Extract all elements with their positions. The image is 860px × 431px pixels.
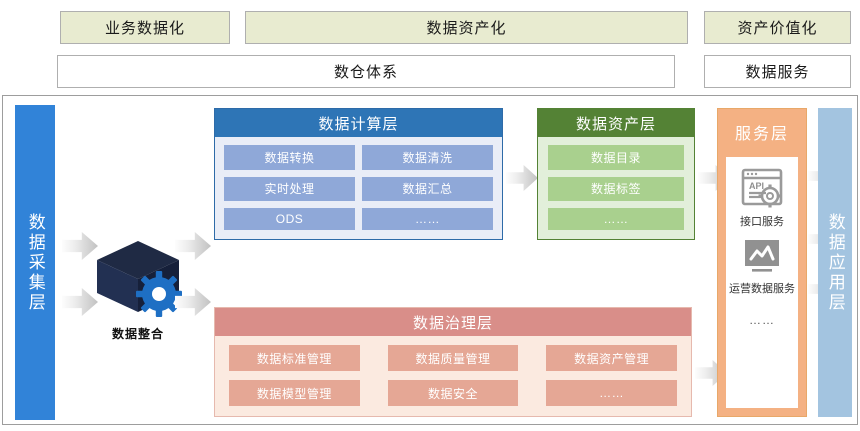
asset-cell[interactable]: ……	[548, 208, 684, 230]
panel-data-asset-layer-header: 数据资产层	[538, 109, 694, 137]
subheader-data-service: 数据服务	[704, 55, 851, 88]
service-item-label: 接口服务	[740, 216, 784, 228]
governance-cell[interactable]: ……	[546, 380, 677, 406]
phase-banner-asset-label: 数据资产化	[426, 20, 507, 37]
panel-data-compute-layer: 数据计算层 数据转换 数据清洗 实时处理 数据汇总 ODS ……	[214, 108, 503, 240]
api-window-icon: API	[741, 168, 783, 208]
panel-data-compute-layer-body: 数据转换 数据清洗 实时处理 数据汇总 ODS ……	[215, 137, 502, 239]
panel-data-asset-layer: 数据资产层 数据目录 数据标签 ……	[537, 108, 695, 240]
monitor-chart-icon	[745, 239, 779, 272]
layer-bar-data-collection: 数据采集层	[15, 105, 55, 420]
layer-bar-data-application-label: 数据应用层	[825, 212, 845, 313]
subheader-warehouse-system: 数仓体系	[57, 55, 675, 88]
service-item-label: 运营数据服务	[729, 282, 795, 295]
panel-data-compute-layer-title: 数据计算层	[318, 115, 399, 133]
panel-data-asset-layer-body: 数据目录 数据标签 ……	[538, 137, 694, 239]
compute-cell[interactable]: 数据汇总	[362, 176, 493, 202]
governance-cell[interactable]: 数据模型管理	[229, 380, 360, 406]
subheader-data-service-label: 数据服务	[745, 64, 810, 81]
compute-cell[interactable]: 数据清洗	[362, 145, 493, 170]
svg-text:API: API	[749, 181, 764, 191]
panel-service-layer-body: API 接口服务 运营数据服务 ……	[726, 157, 798, 408]
layer-bar-data-application: 数据应用层	[818, 108, 852, 417]
cube-gear-icon	[97, 241, 182, 317]
panel-data-governance-layer: 数据治理层 数据标准管理 数据质量管理 数据资产管理 数据模型管理 数据安全 ……	[214, 307, 692, 417]
asset-cell[interactable]: 数据目录	[548, 145, 684, 170]
compute-cell[interactable]: ……	[362, 208, 493, 230]
panel-data-governance-layer-header: 数据治理层	[215, 308, 691, 336]
phase-banner-value: 资产价值化	[704, 11, 851, 44]
panel-service-layer-title: 服务层	[734, 126, 789, 143]
service-more-label: ……	[749, 312, 775, 327]
data-integration-graphic: 数据整合	[88, 238, 188, 343]
compute-cell[interactable]: 数据转换	[224, 145, 355, 170]
compute-cell[interactable]: 实时处理	[224, 176, 355, 202]
panel-data-governance-layer-body: 数据标准管理 数据质量管理 数据资产管理 数据模型管理 数据安全 ……	[215, 336, 691, 416]
governance-cell[interactable]: 数据安全	[387, 380, 519, 406]
panel-service-layer-header: 服务层	[718, 109, 806, 155]
governance-cell[interactable]: 数据质量管理	[387, 345, 519, 371]
phase-banner-business-label: 业务数据化	[104, 20, 185, 37]
phase-banner-value-label: 资产价值化	[737, 20, 818, 37]
compute-cell[interactable]: ODS	[224, 208, 355, 230]
governance-cell[interactable]: 数据资产管理	[546, 345, 677, 371]
panel-data-governance-layer-title: 数据治理层	[412, 314, 493, 332]
phase-banner-asset: 数据资产化	[245, 11, 688, 44]
subheader-warehouse-system-label: 数仓体系	[333, 64, 398, 81]
panel-data-compute-layer-header: 数据计算层	[215, 109, 502, 137]
governance-cell[interactable]: 数据标准管理	[229, 345, 360, 371]
layer-bar-data-collection-label: 数据采集层	[25, 212, 45, 313]
panel-data-asset-layer-title: 数据资产层	[575, 115, 656, 133]
panel-service-layer: 服务层 API 接口服务 运营数据服务	[717, 108, 807, 417]
phase-banner-business: 业务数据化	[60, 11, 230, 44]
data-integration-label: 数据整合	[111, 327, 164, 341]
asset-cell[interactable]: 数据标签	[548, 176, 684, 202]
